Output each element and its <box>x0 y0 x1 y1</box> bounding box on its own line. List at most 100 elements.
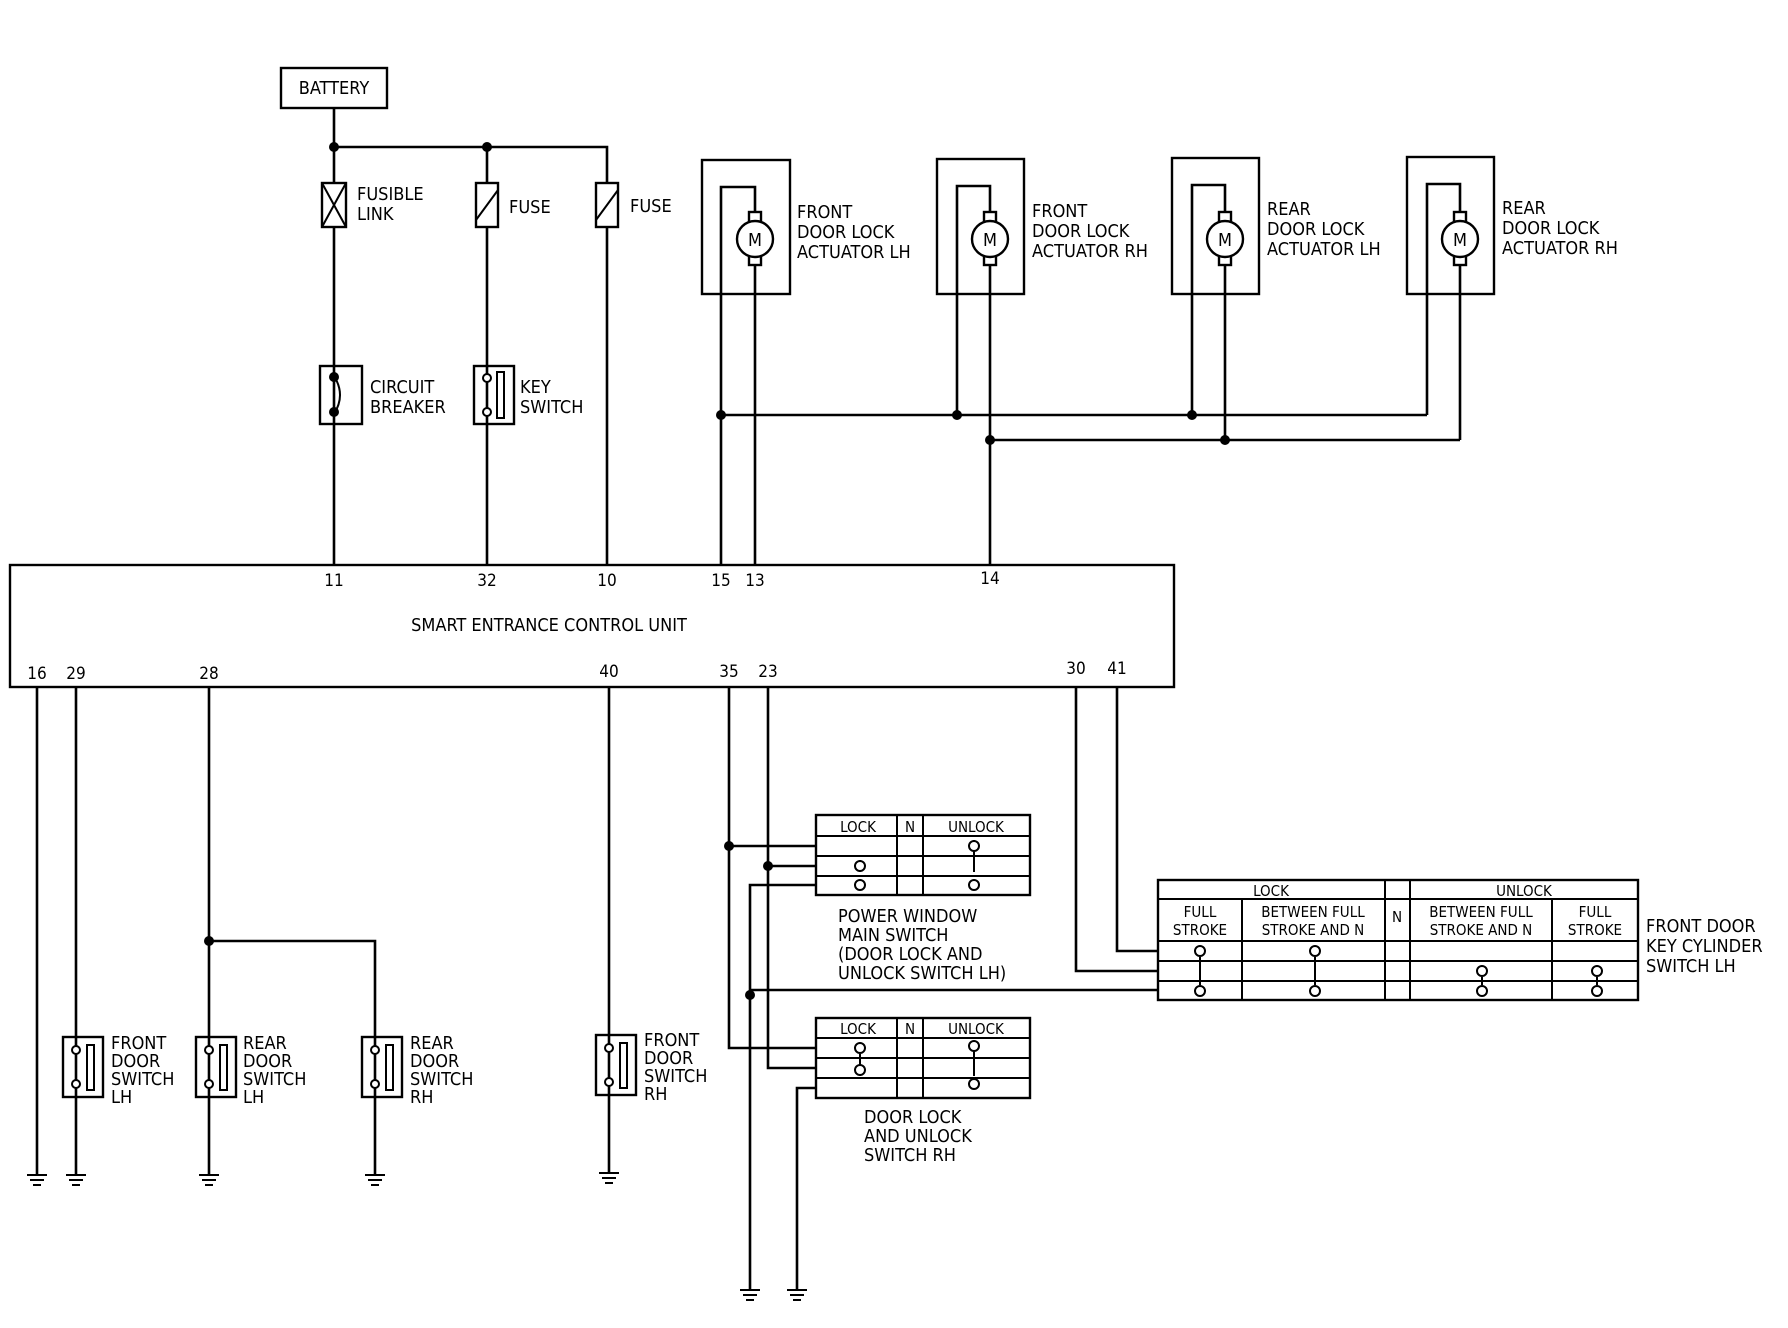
ground-symbol <box>740 1289 760 1301</box>
pws-label-line3: (DOOR LOCK AND <box>838 944 983 965</box>
key-switch-label-line2: SWITCH <box>520 397 583 418</box>
pws-header-n: N <box>905 818 915 836</box>
kcs-col2-line1: BETWEEN FULL <box>1261 903 1365 921</box>
kcs-group-unlock: UNLOCK <box>1496 882 1553 900</box>
kcs-col1-line2: STROKE <box>1173 921 1227 939</box>
pin-14: 14 <box>980 569 999 589</box>
door-switch2-line4: LH <box>243 1087 264 1108</box>
junction-dot <box>745 990 755 1000</box>
pin-40: 40 <box>599 662 618 682</box>
ground-symbol <box>27 1174 47 1186</box>
actuator4-label-line2: DOOR LOCK <box>1502 218 1600 239</box>
door-switch1-line4: LH <box>111 1087 132 1108</box>
actuator1-label-line3: ACTUATOR LH <box>797 242 911 263</box>
actuator-inner-wire <box>719 185 757 294</box>
actuator4-label-line1: REAR <box>1502 198 1546 219</box>
pin-41: 41 <box>1107 659 1126 679</box>
door-switch3-line4: RH <box>410 1087 433 1108</box>
pin-23: 23 <box>758 662 777 682</box>
kcs-group-lock: LOCK <box>1253 882 1290 900</box>
junction-dot <box>204 936 214 946</box>
motor-symbol: M <box>735 210 775 267</box>
fusible-link-label-line1: FUSIBLE <box>357 184 424 205</box>
actuator-inner-wire <box>1190 183 1227 294</box>
svg-text:M: M <box>983 230 997 251</box>
junction-dot <box>985 435 995 445</box>
wire-switch-ground <box>748 883 816 1290</box>
pin-10: 10 <box>597 571 616 591</box>
actuator1-label-line1: FRONT <box>797 202 852 223</box>
door-switch4-line2: DOOR <box>644 1048 693 1069</box>
actuator-inner-wire <box>1425 182 1462 294</box>
fuse2-label: FUSE <box>630 196 672 217</box>
actuator-bus-wire <box>719 294 1462 565</box>
ground-symbol <box>66 1174 86 1186</box>
control-unit-label: SMART ENTRANCE CONTROL UNIT <box>411 615 687 636</box>
kcs-col1-line1: FULL <box>1184 903 1217 921</box>
svg-text:M: M <box>1218 230 1232 251</box>
actuator1-label-line2: DOOR LOCK <box>797 222 895 243</box>
dls-contacts <box>854 1040 980 1090</box>
circuit-breaker-symbol <box>318 364 364 426</box>
dls-label-line2: AND UNLOCK <box>864 1126 972 1147</box>
junction-dot <box>724 841 734 851</box>
actuator3-label-line2: DOOR LOCK <box>1267 219 1365 240</box>
kcs-label-line2: KEY CYLINDER <box>1646 936 1763 957</box>
circuit-breaker-label-line2: BREAKER <box>370 397 446 418</box>
dls-label-line1: DOOR LOCK <box>864 1107 962 1128</box>
battery-label: BATTERY <box>299 78 370 99</box>
kcs-col2-line2: STROKE AND N <box>1262 921 1365 939</box>
junction-dot <box>1220 435 1230 445</box>
wire-pin28 <box>207 687 377 1175</box>
motor-symbol: M <box>1205 210 1245 267</box>
ground-symbol <box>787 1289 807 1301</box>
pin-29: 29 <box>66 664 85 684</box>
key-switch-symbol <box>472 364 516 426</box>
svg-text:M: M <box>748 230 762 251</box>
fuse-symbol <box>474 181 500 229</box>
door-switch1-line3: SWITCH <box>111 1069 174 1090</box>
pin-32: 32 <box>477 571 496 591</box>
dls-header-lock: LOCK <box>840 1020 877 1038</box>
door-switch3-line2: DOOR <box>410 1051 459 1072</box>
door-switch4-line1: FRONT <box>644 1030 699 1051</box>
power-window-switch-table <box>814 813 1032 897</box>
pws-label-line2: MAIN SWITCH <box>838 925 948 946</box>
fuse-symbol <box>594 181 620 229</box>
pin-28: 28 <box>199 664 218 684</box>
actuator-box <box>1405 155 1496 296</box>
actuator4-label-line3: ACTUATOR RH <box>1502 238 1618 259</box>
door-switch-symbol <box>194 1035 238 1099</box>
kcs-col4-line1: BETWEEN FULL <box>1429 903 1533 921</box>
door-switch2-line2: DOOR <box>243 1051 292 1072</box>
circuit-breaker-label-line1: CIRCUIT <box>370 377 434 398</box>
pws-label-line1: POWER WINDOW <box>838 906 977 927</box>
door-switch2-line1: REAR <box>243 1033 287 1054</box>
kcs-col3: N <box>1392 908 1402 926</box>
actuator2-label-line1: FRONT <box>1032 201 1087 222</box>
dls-header-unlock: UNLOCK <box>948 1020 1005 1038</box>
motor-symbol: M <box>970 210 1010 267</box>
kcs-col5-line1: FULL <box>1579 903 1612 921</box>
wire-pin35 <box>727 687 816 1050</box>
door-switch-symbol <box>594 1033 638 1097</box>
battery-bus-wire <box>332 108 609 565</box>
door-switch1-line2: DOOR <box>111 1051 160 1072</box>
wire-pin23 <box>766 687 816 1070</box>
door-switch4-line4: RH <box>644 1084 667 1105</box>
junction-dot <box>716 410 726 420</box>
kcs-contacts <box>1194 945 1603 997</box>
pin-16: 16 <box>27 664 46 684</box>
actuator3-label-line3: ACTUATOR LH <box>1267 239 1381 260</box>
svg-text:M: M <box>1453 230 1467 251</box>
ground-symbol <box>599 1172 619 1184</box>
motor-symbol: M <box>1440 210 1480 267</box>
junction-dot <box>952 410 962 420</box>
door-switch1-line1: FRONT <box>111 1033 166 1054</box>
door-switch-symbol <box>61 1035 105 1099</box>
pws-label-line4: UNLOCK SWITCH LH) <box>838 963 1006 984</box>
pin-13: 13 <box>745 571 764 591</box>
actuator2-label-line2: DOOR LOCK <box>1032 221 1130 242</box>
junction-dot <box>482 142 492 152</box>
wire-pin30 <box>1074 687 1158 973</box>
